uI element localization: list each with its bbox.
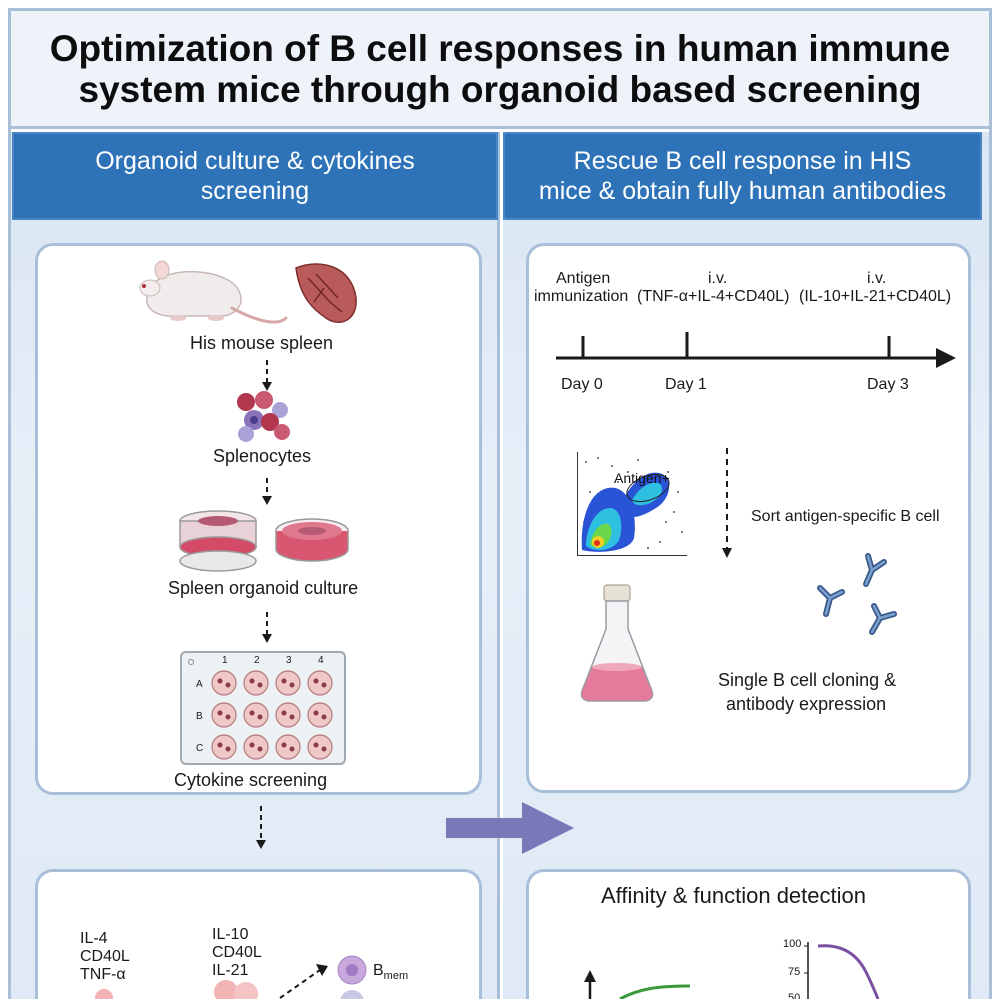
bmem-sub: mem <box>383 970 409 983</box>
plate-row-a: A <box>196 679 203 690</box>
organoid-dish-icon <box>179 510 349 572</box>
cytokine-a-2: CD40L <box>80 948 130 965</box>
iv-label-1: i.v. <box>708 270 728 287</box>
cytokine-set-b: IL-10 CD40L IL-21 <box>212 926 262 980</box>
dashed-arrow-2 <box>262 478 272 505</box>
b-cell-icons <box>95 955 367 999</box>
bmem-label: Bmem <box>373 962 408 982</box>
left-header: Organoid culture & cytokines screening <box>12 132 498 220</box>
affinity-curves <box>584 942 880 999</box>
flow-cytometry-plot: Antigen+ <box>577 452 687 556</box>
affinity-card <box>526 869 971 999</box>
cytokine-set-a: IL-4 CD40L TNF-α <box>80 930 130 984</box>
affinity-title: Affinity & function detection <box>601 883 866 908</box>
iv-mix-1: (TNF-α+IL-4+CD40L) <box>637 288 790 305</box>
iv-label-2: i.v. <box>867 270 887 287</box>
screening-label: Cytokine screening <box>174 770 328 790</box>
plate-col-4: 4 <box>318 655 324 666</box>
dashed-arrow-4 <box>256 806 266 849</box>
plate-col-1: 1 <box>222 655 228 666</box>
day-1-label: Day 1 <box>665 376 707 393</box>
sort-label: Sort antigen-specific B cell <box>751 508 940 525</box>
timeline-axis <box>556 332 956 368</box>
ytick-75: 75 <box>788 966 801 978</box>
plate-wells <box>211 670 333 760</box>
left-header-line-2: screening <box>200 177 310 205</box>
gate-label: Antigen+ <box>614 470 670 486</box>
dashed-arrow-1 <box>262 360 272 391</box>
antibody-icon <box>817 553 897 635</box>
day-0-label: Day 0 <box>561 376 603 393</box>
organoid-label: Spleen organoid culture <box>168 578 359 598</box>
day-3-label: Day 3 <box>867 376 909 393</box>
iv-mix-2: (IL-10+IL-21+CD40L) <box>799 288 952 305</box>
cytokine-a-3: TNF-α <box>80 966 126 983</box>
ytick-100: 100 <box>783 938 802 950</box>
spleen-icon <box>295 263 357 323</box>
spleen-label: His mouse spleen <box>190 333 334 353</box>
ytick-50: 50 <box>788 992 801 999</box>
dashed-arrow-sort <box>722 448 732 558</box>
well-plate: 1 2 3 4 A B C <box>180 651 346 765</box>
mouse-icon <box>139 260 288 324</box>
right-header-line-1: Rescue B cell response in HIS <box>573 147 912 175</box>
dashed-arrow-3 <box>262 612 272 643</box>
bmem-main: B <box>373 962 384 979</box>
differentiation-card <box>35 869 482 999</box>
left-header-line-1: Organoid culture & cytokines <box>95 147 415 175</box>
antigen-label-2: immunization <box>534 288 629 305</box>
cloning-label-2: antibody expression <box>726 694 887 714</box>
cloning-label-1: Single B cell cloning & <box>718 670 897 690</box>
plate-row-b: B <box>196 711 203 722</box>
cytokine-b-2: CD40L <box>212 944 262 961</box>
plate-row-c: C <box>196 743 204 754</box>
title-line-2: system mice through organoid based scree… <box>78 68 922 110</box>
panel-divider <box>497 132 500 999</box>
cytokine-b-1: IL-10 <box>212 926 249 943</box>
title-line-1: Optimization of B cell responses in huma… <box>49 27 951 69</box>
splenocytes-icon <box>237 391 290 442</box>
antigen-label-1: Antigen <box>556 270 611 287</box>
flask-icon <box>580 584 654 702</box>
title-box: Optimization of B cell responses in huma… <box>11 11 989 129</box>
cytokine-b-3: IL-21 <box>212 962 249 979</box>
cytokine-a-1: IL-4 <box>80 930 108 947</box>
right-header: Rescue B cell response in HIS mice & obt… <box>503 132 982 220</box>
splenocytes-label: Splenocytes <box>213 446 312 466</box>
right-header-line-2: mice & obtain fully human antibodies <box>538 177 947 205</box>
plate-col-3: 3 <box>286 655 292 666</box>
plate-col-2: 2 <box>254 655 260 666</box>
transition-arrow <box>446 802 574 854</box>
